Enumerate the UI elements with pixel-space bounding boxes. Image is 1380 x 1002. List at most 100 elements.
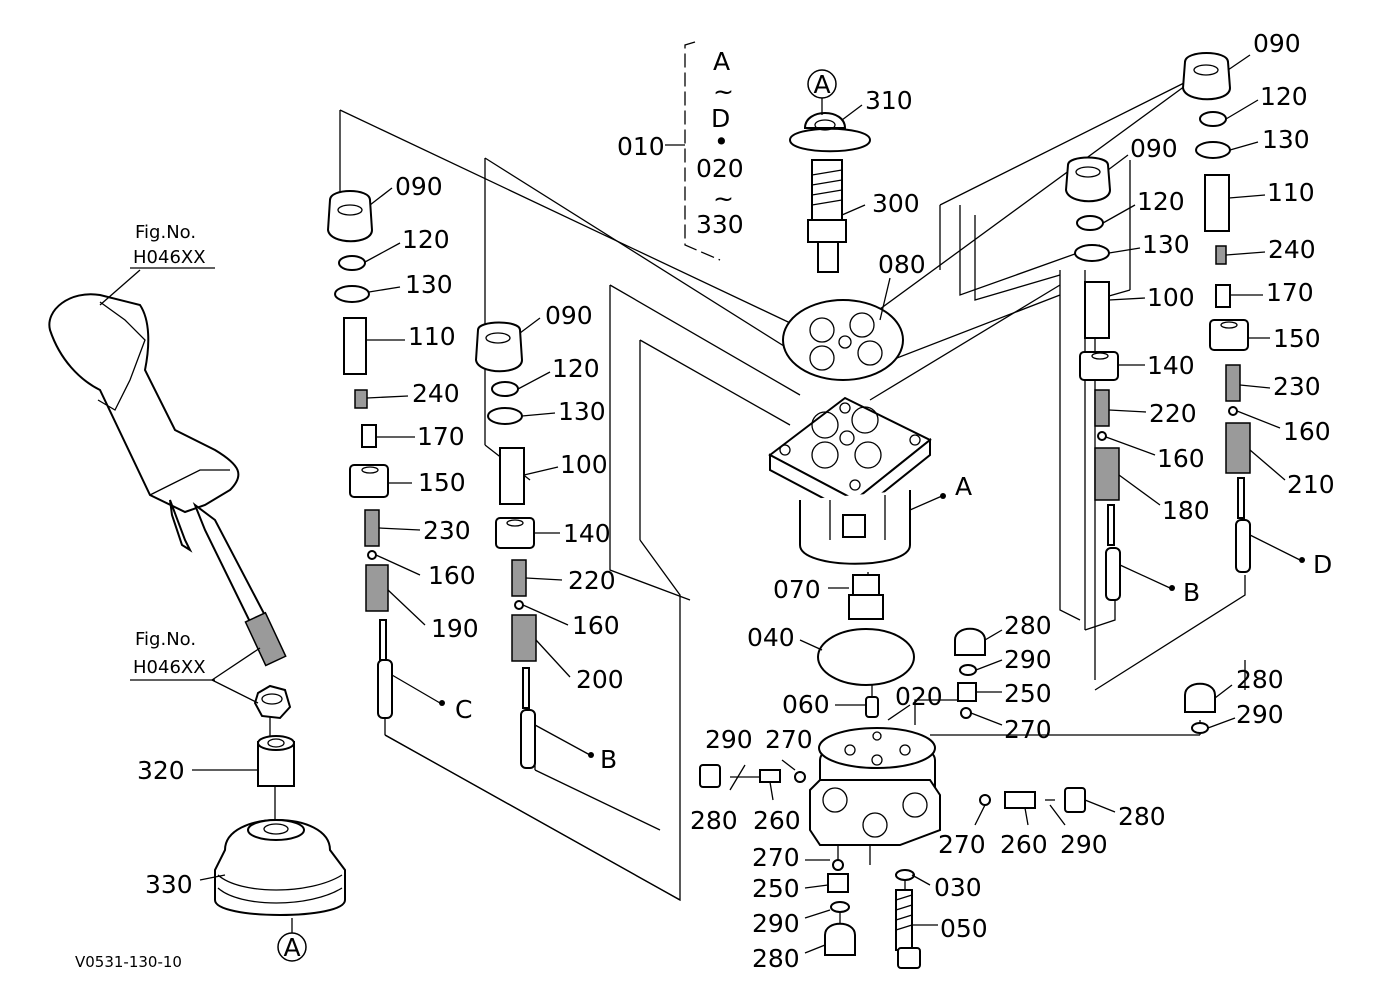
boot-330 [214,819,346,916]
set-range-tilde-2: ~ [713,184,734,213]
part-label-120-d: 120 [1260,82,1308,111]
part-label-290-far-right: 290 [1236,700,1284,729]
part-label-100-b-left: 100 [560,450,608,479]
circle-a-top-label: A [813,70,830,99]
part-label-020: 020 [895,682,943,711]
part-label-170-d: 170 [1266,278,1314,307]
part-label-270-bottom: 270 [752,843,800,872]
set-range-330: 330 [696,210,744,239]
part-label-290-top: 290 [1004,645,1052,674]
part-label-160-c: 160 [428,561,476,590]
drawing-code: V0531-130-10 [75,953,182,971]
joystick-grip [48,293,346,916]
center-parts [768,112,941,969]
set-range-a: A [713,47,730,76]
set-range-d: D [711,104,730,133]
part-label-290-left: 290 [705,725,753,754]
part-label-160-b-left: 160 [572,611,620,640]
part-label-080: 080 [878,250,926,279]
part-label-270-top: 270 [1004,715,1052,744]
ref-label-b-left: B [600,745,617,774]
part-label-220-b-left: 220 [568,566,616,595]
part-label-090-b-left: 090 [545,301,593,330]
part-label-160-d: 160 [1283,417,1331,446]
part-label-180: 180 [1162,496,1210,525]
fig-ref-bottom-line2: H046XX [133,657,206,678]
ref-dot-c [439,700,445,706]
part-label-220-b-right: 220 [1149,399,1197,428]
part-label-040: 040 [747,623,795,652]
side-plugs [699,627,1216,813]
part-label-170-c: 170 [417,422,465,451]
part-label-260-left: 260 [753,806,801,835]
circle-a-bottom-label: A [283,933,300,962]
column-d-parts [1181,52,1251,573]
part-label-160-b-right: 160 [1157,444,1205,473]
part-label-280-right: 280 [1118,802,1166,831]
ref-label-d: D [1313,550,1332,579]
part-label-090-d: 090 [1253,29,1301,58]
part-label-090-c: 090 [395,172,443,201]
part-label-060: 060 [782,690,830,719]
part-label-230-d: 230 [1273,372,1321,401]
part-label-200: 200 [576,665,624,694]
part-label-330: 330 [145,870,193,899]
ref-dot-a [940,493,946,499]
set-bracket [684,41,721,261]
part-label-130-c: 130 [405,270,453,299]
part-label-110-d: 110 [1267,178,1315,207]
part-label-130-b-left: 130 [558,397,606,426]
fig-ref-top-line2: H046XX [133,247,206,268]
fig-ref-top-line1: Fig.No. [135,222,196,243]
part-label-310: 310 [865,86,913,115]
column-c-parts [326,190,393,719]
part-label-150-d: 150 [1273,324,1321,353]
part-label-110-c: 110 [408,322,456,351]
set-range-tilde-1: ~ [713,77,734,106]
column-b-right-parts [1064,156,1121,601]
part-label-130-b-right: 130 [1142,230,1190,259]
part-label-130-d: 130 [1262,125,1310,154]
set-range-020: 020 [696,154,744,183]
part-label-190: 190 [431,614,479,643]
part-label-030: 030 [934,873,982,902]
set-range-dot: • [714,127,729,156]
column-b-left-parts [474,321,537,769]
part-label-250-top: 250 [1004,679,1052,708]
part-label-270-right: 270 [938,830,986,859]
part-label-150-c: 150 [418,468,466,497]
part-label-280-left: 280 [690,806,738,835]
part-label-290-right: 290 [1060,830,1108,859]
part-label-270-left: 270 [765,725,813,754]
part-label-120-c: 120 [402,225,450,254]
part-label-290-bottom: 290 [752,909,800,938]
ref-label-c: C [455,695,472,724]
part-label-300: 300 [872,189,920,218]
part-label-280-top: 280 [1004,611,1052,640]
ref-label-a: A [955,472,972,501]
part-label-240-c: 240 [412,379,460,408]
part-label-050: 050 [940,914,988,943]
part-label-210: 210 [1287,470,1335,499]
leader-lines [99,54,1301,954]
part-label-100-b-right: 100 [1147,283,1195,312]
ref-dot-b-right [1169,585,1175,591]
part-label-280-bottom: 280 [752,944,800,973]
part-label-120-b-right: 120 [1137,187,1185,216]
part-label-230-c: 230 [423,516,471,545]
nut-part [253,684,292,720]
part-label-090-b-right: 090 [1130,134,1178,163]
part-label-070: 070 [773,575,821,604]
ref-label-b-right: B [1183,578,1200,607]
part-label-280-far-right: 280 [1236,665,1284,694]
ref-dot-b-left [588,752,594,758]
part-label-250-bottom: 250 [752,874,800,903]
part-label-140-b-right: 140 [1147,351,1195,380]
adapter-320 [257,735,295,787]
assembly-guide-lines [269,74,1246,925]
part-label-260-right: 260 [1000,830,1048,859]
part-label-140-b-left: 140 [563,519,611,548]
set-code: 010 [617,132,665,161]
labels: A A Fig.No. H046XX Fig.No. H046XX V0531-… [75,29,1335,973]
